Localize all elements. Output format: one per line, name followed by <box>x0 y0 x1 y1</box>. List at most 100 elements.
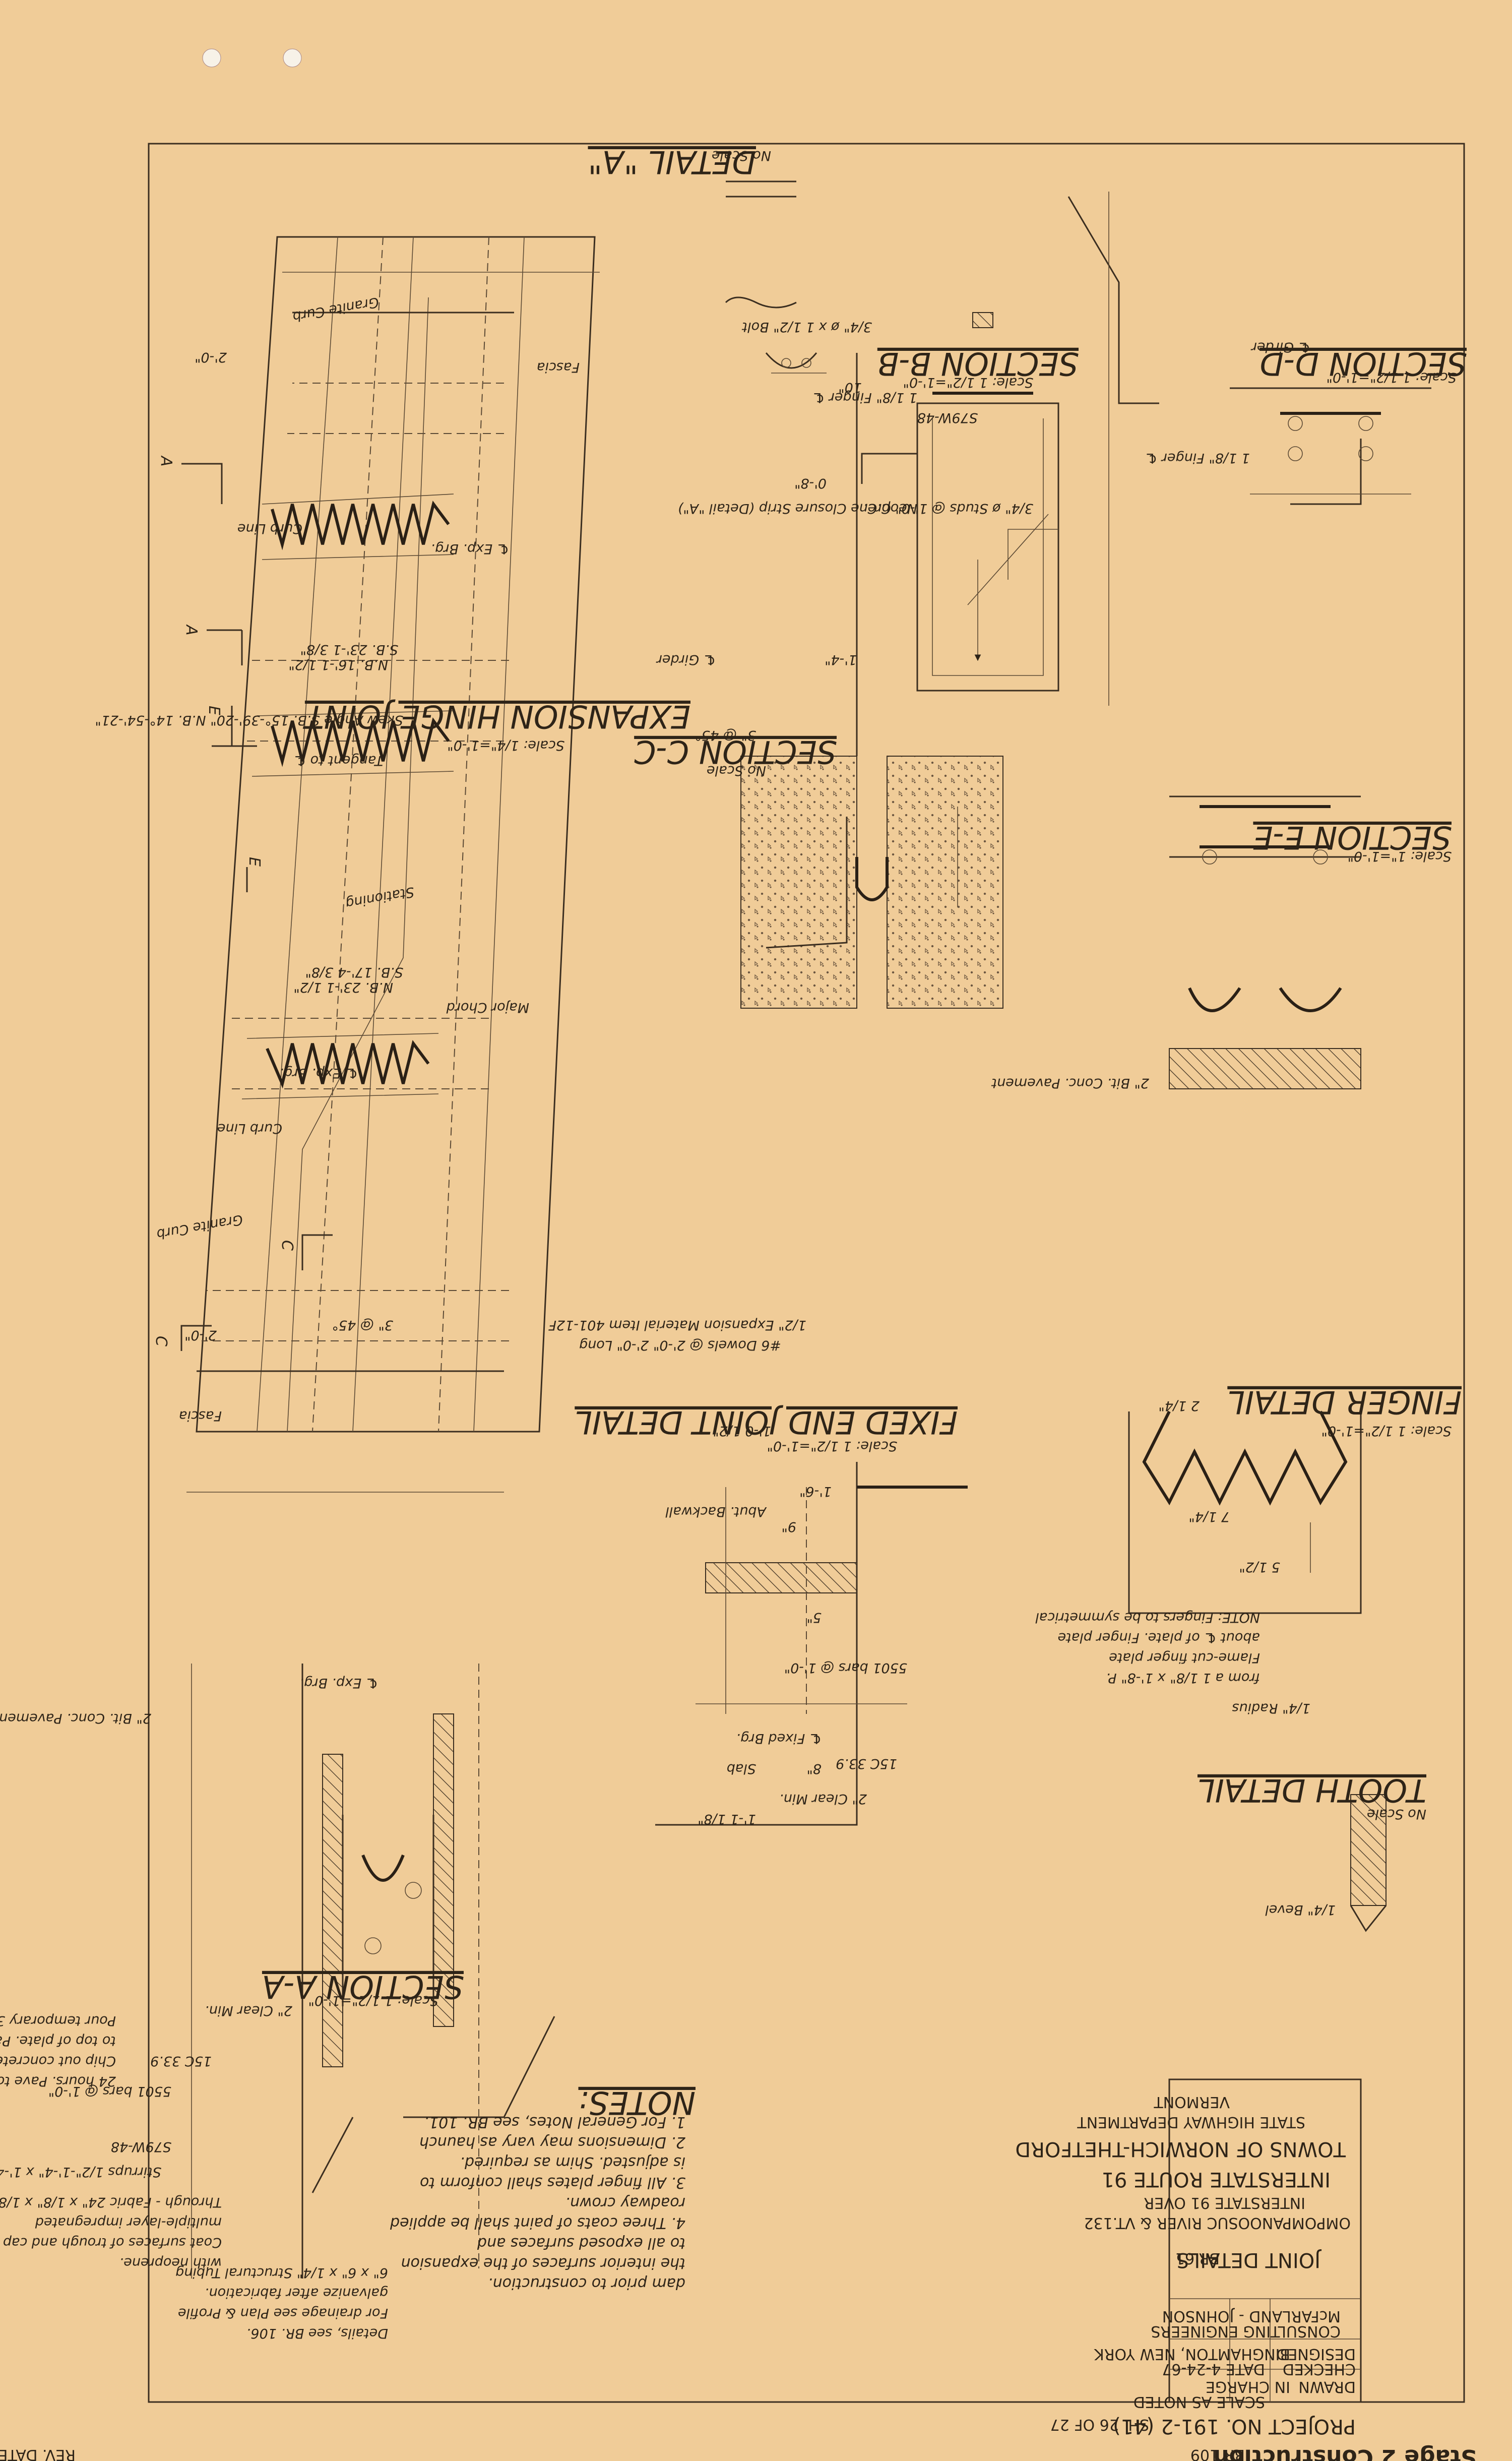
title-section-dd: SECTION D-D <box>1259 345 1467 382</box>
note-line-6: to all exposed surfaces and <box>477 2234 685 2252</box>
label-granite-curb-b: Granite Curb <box>155 1211 244 1242</box>
label-anchor-bb: 3/4" ø Studs @ 1'-0" C.C. <box>863 501 1033 516</box>
dim-3-45: 3" @ 45° <box>332 1317 393 1333</box>
label-fixed-brg: ℄ Fixed Brg. <box>736 1731 822 1746</box>
file-code: BR 109 <box>1190 2446 1245 2461</box>
label-fascia-a: Fascia <box>179 1408 222 1424</box>
aa-note-4: Stirrups 1/2"-1'-4" x 1'-4" <box>0 2164 161 2180</box>
tb-checked: CHECKED <box>1283 2360 1356 2378</box>
finger-detail: FINGER DETAIL Scale: 1 1/2"=1'-0" 7 1/4"… <box>1035 1384 1462 1716</box>
label-neoprene: Neoprene Closure Strip (Detail "A") <box>678 501 917 516</box>
svg-text:C: C <box>152 1336 170 1346</box>
tb-engineers2: CONSULTING ENGINEERS <box>1151 2322 1341 2340</box>
label-bit-conc-ee: 2" Bit. Conc. Pavement <box>991 1075 1149 1091</box>
note-line-0: 1. For General Notes, see BR. 101. <box>424 2113 686 2131</box>
title-fixed-end: FIXED END JOINT DETAIL <box>575 1404 958 1441</box>
detail-a: DETAIL "A" No Scale 3/4" ø x 1 1/2" Bolt <box>588 144 872 374</box>
section-dd: SECTION D-D Scale: 1 1/2"=1'-0" ℄ Girder… <box>1145 339 1467 505</box>
note-line-5: 4. Three coats of paint shall be applied <box>390 2214 685 2232</box>
punch-hole-right <box>202 48 221 68</box>
dim-1-4-bb: 1'-4" <box>825 652 857 667</box>
note-line-2: is adjusted. Shim as required. <box>460 2154 686 2171</box>
label-exp-material: 1/2" Expansion Material Item 401-12F <box>548 1317 806 1333</box>
title-expansion-hinge: EXPANSION HINGE JOINT <box>303 698 690 735</box>
label-exp-brg-aa: ℄ Exp. Brg. <box>300 1675 378 1691</box>
dim-2-1-4: 2 1/4" <box>1158 1398 1200 1413</box>
fixed-end-joint: FIXED END JOINT DETAIL Scale: 1 1/2"=1'-… <box>548 1317 968 1827</box>
sheet-border <box>148 143 1465 2403</box>
title-block: VERMONT STATE HIGHWAY DEPARTMENT TOWNS O… <box>0 2078 1477 2461</box>
tb-designed: DESIGNED <box>1276 2345 1356 2363</box>
label-s79w-bb: S79W-48 <box>917 410 978 425</box>
svg-text:C: C <box>278 1240 296 1251</box>
tb-towns: TOWNS OF NORWICH-THETFORD <box>1015 2137 1346 2161</box>
title-tooth: TOOTH DETAIL <box>1198 1772 1426 1809</box>
finger-note-4: from a 1 1/8" x 1'-8" P. <box>1106 1670 1260 1686</box>
aa-note-11: For drainage see Plan & Profile <box>178 2305 388 2321</box>
label-finger-pl-bb: 1 1/8" Finger ℄ <box>812 390 917 405</box>
section-aa: SECTION A-A Scale: 1 1/2"=1'-0" S79W-48 … <box>0 1664 555 2279</box>
tb-drawn: DRAWN <box>1298 2378 1356 2395</box>
label-bolt: 3/4" ø x 1 1/2" Bolt <box>741 319 872 335</box>
svg-text:A: A <box>182 624 200 636</box>
label-girder-dd: ℄ Girder <box>1250 339 1310 355</box>
finger-note-2: about ℄ of plate. Finger plate <box>1058 1630 1260 1645</box>
dim-1-1-8: 1'-1 1/8" <box>698 1811 756 1827</box>
dim-nb2: N.B. 23'-1 1/2" <box>293 979 393 995</box>
scale-fixed-end: Scale: 1 1/2"=1'-0" <box>767 1438 897 1454</box>
label-dowels: #6 Dowels @ 2'-0" 2'-0" Long <box>579 1337 781 1353</box>
tb-overpass1: INTERSTATE 91 OVER <box>1144 2194 1305 2211</box>
tb-project-no: PROJECT NO. 191-2 (41) <box>1113 2415 1356 2438</box>
general-notes: NOTES: 1. For General Notes, see BR. 101… <box>390 2084 696 2292</box>
aa-note-8: with neoprene. <box>119 2255 222 2270</box>
stamp-stage: Stage 2 Construction <box>1213 2444 1477 2461</box>
dim-9: 9" <box>781 1519 796 1534</box>
label-s79w-aa: S79W-48 <box>111 2139 171 2155</box>
label-15c-aa: 15C 33.9 <box>150 2053 212 2069</box>
scale-section-bb: Scale: 1 1/2"=1'-0" <box>903 375 1033 390</box>
label-5501: 5501 bars @ 1'-0" <box>784 1660 907 1676</box>
label-granite-curb-a: Granite Curb <box>291 294 380 325</box>
label-5501-aa: 5501 bars @ 1'-0" <box>48 2083 171 2099</box>
scale-section-ee: Scale: 1"=1'-0" <box>1348 848 1452 864</box>
notes-heading: NOTES: <box>579 2084 696 2121</box>
tb-route: INTERSTATE ROUTE 91 <box>1102 2168 1331 2191</box>
dim-5-half: 5 1/2" <box>1239 1559 1280 1575</box>
label-bevel: 1/4" Bevel <box>1265 1902 1336 1918</box>
expansion-hinge-plan: A A E E C C Fascia Fascia Granite Curb G… <box>95 236 716 1493</box>
label-curb-line-b: Curb Line <box>217 1121 282 1136</box>
label-fascia-b: Fascia <box>537 359 580 375</box>
dim-skew: Skew Angle S.B. 15°-39'-20" N.B. 14°-54'… <box>95 712 403 728</box>
title-finger: FINGER DETAIL <box>1227 1384 1462 1421</box>
dim-8: 8" <box>806 1761 822 1776</box>
tb-engineers3: BINGHAMTON, NEW YORK <box>1094 2345 1290 2363</box>
rev-note: REV. DATE & APP. <box>0 2446 76 2461</box>
dim-10-bb: 10" <box>838 380 862 395</box>
title-detail-a: DETAIL "A" <box>588 144 757 180</box>
svg-text:E: E <box>205 706 223 715</box>
tb-title: JOINT DETAILS <box>1176 2248 1322 2271</box>
aa-note-5: Through - Fabric 24" x 1/8" x 1/8" <box>0 2194 222 2210</box>
tb-overpass2: OMPOMPANOOSUC RIVER & VT.132 <box>1084 2214 1351 2232</box>
aa-note-12: Details, see BR. 106. <box>246 2325 388 2341</box>
label-15c: 15C 33.9 <box>836 1756 897 1771</box>
title-section-cc: SECTION C-C <box>634 733 837 770</box>
finger-note-1: NOTE: Fingers to be symmetrical <box>1035 1610 1260 1625</box>
tb-agency1: VERMONT <box>1154 2093 1230 2111</box>
tb-engineers1: McFARLAND - JOHNSON <box>1162 2307 1341 2325</box>
label-finger-pl-dd: 1 1/8" Finger ℄ <box>1145 450 1250 466</box>
dim-2-0-a: 2'-0" <box>195 349 227 365</box>
label-clear-min: 2" Clear Min. <box>779 1791 867 1807</box>
aa-note-9: 6" x 6" x 1/4" Structural Tubing <box>175 2265 388 2281</box>
tooth-detail: TOOTH DETAIL No Scale 1/4" Bevel <box>1198 1772 1426 1932</box>
tb-scale: SCALE AS NOTED <box>1133 2393 1265 2411</box>
section-cc: SECTION C-C No Scale 3" @ 45° <box>634 727 1003 1009</box>
dim-0-8-bb: 0'-8" <box>794 475 827 491</box>
label-radius: 1/4" Radius <box>1232 1700 1310 1716</box>
punch-hole-left <box>283 48 302 68</box>
label-girder: ℄ Girder <box>656 652 716 667</box>
note-line-3: 3. All finger plates shall conform to <box>420 2174 685 2191</box>
dim-3-45-cc: 3" @ 45° <box>695 727 756 743</box>
